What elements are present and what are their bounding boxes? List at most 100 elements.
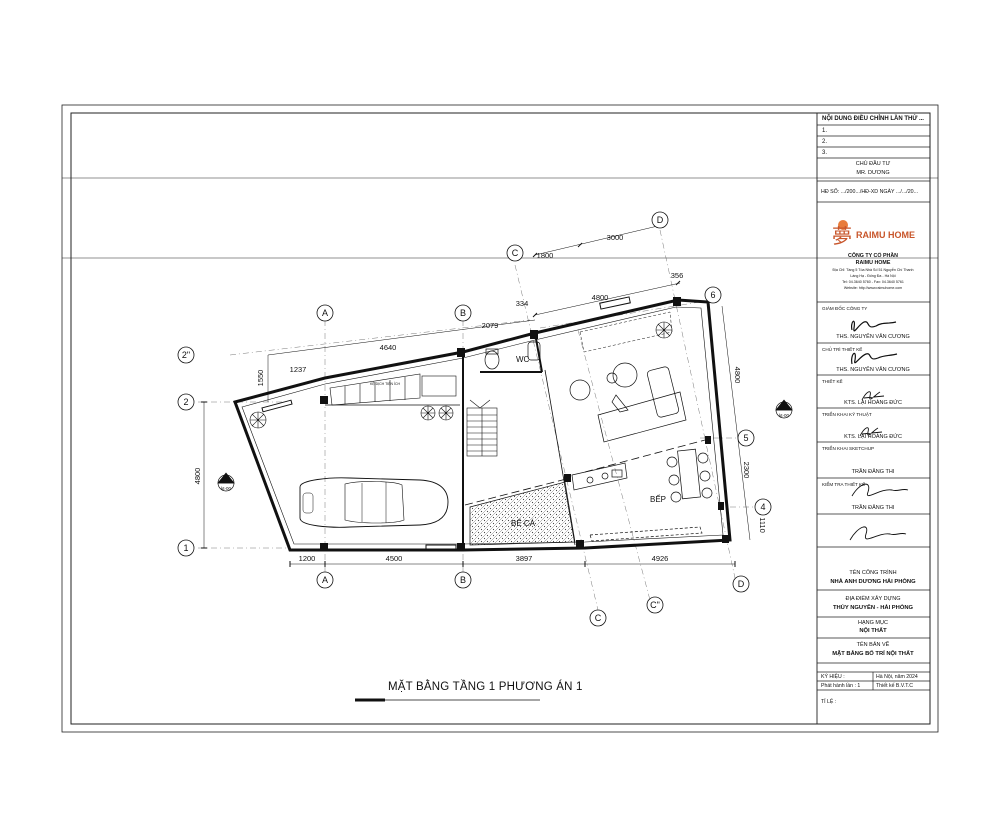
revisions-title: NỘI DUNG ĐIỀU CHỈNH LẦN THỨ ... <box>822 116 924 122</box>
label-D-top: D <box>657 215 664 225</box>
issue-date: Hà Nội, năm 2024 <box>876 674 918 680</box>
section-ref-right: kt-00 <box>779 413 790 418</box>
dim-1110: 1110 <box>758 517 767 533</box>
sofa-icon <box>597 391 687 443</box>
location-value: THỦY NGUYÊN - HẢI PHÒNG <box>832 605 914 611</box>
room-fish-tank: BỂ CÁ <box>511 519 536 528</box>
dining-table <box>677 448 701 500</box>
interior-walls <box>325 332 706 546</box>
signature-scribbles <box>849 320 909 541</box>
grid-bubbles <box>177 211 772 627</box>
drawing-value: MẶT BẰNG BỐ TRÍ NỘI THẤT <box>832 651 914 657</box>
sig-role-6: KIỂM TRA THIẾT KẾ <box>822 482 866 487</box>
dim-4640: 4640 <box>380 343 397 352</box>
signature-5 <box>851 483 909 497</box>
grid-bubble-A-bottom <box>316 571 334 589</box>
wc-fixtures <box>484 341 541 370</box>
dim-1237: 1237 <box>290 365 307 374</box>
dim-1800: 1800 <box>537 251 554 260</box>
plant-icon-2 <box>420 405 436 421</box>
dimension-ticks <box>201 222 736 567</box>
label-A-bottom: A <box>322 575 328 585</box>
openings <box>261 296 631 550</box>
label-2: 2 <box>183 397 188 407</box>
logo-text: RAIMU HOME <box>856 230 915 240</box>
company-name-2: RAIMU HOME <box>855 260 891 266</box>
sig-name-2: THS. NGUYỄN VĂN CƯƠNG <box>836 367 910 373</box>
grid-bubble-C-bottom <box>589 609 607 627</box>
title-block-frame <box>816 112 931 725</box>
project-label: TÊN CÔNG TRÌNH <box>849 570 897 576</box>
grid-bubble-C-top <box>506 244 524 262</box>
section-ref-left: kt-00 <box>221 486 232 491</box>
signature-1 <box>850 320 897 332</box>
furniture-note: KỆ DỊCH TIỆN ÍCH <box>370 381 401 386</box>
grid-bubble-2 <box>177 393 195 411</box>
sig-name-6: TRẦN ĐĂNG THI <box>851 505 895 511</box>
dim-4500: 4500 <box>386 554 403 563</box>
plant-icon-1 <box>249 411 267 429</box>
label-5: 5 <box>743 433 748 443</box>
dim-1550: 1550 <box>256 370 265 387</box>
issue-number: Phát hành lần : 1 <box>821 683 861 689</box>
dim-4926: 4926 <box>652 554 669 563</box>
plan-title: MẶT BẰNG TẦNG 1 PHƯƠNG ÁN 1 <box>388 681 583 693</box>
structural-columns <box>320 297 729 551</box>
label-Cp-bottom: C" <box>650 600 660 610</box>
dim-334: 334 <box>516 299 529 308</box>
label-4: 4 <box>760 502 765 512</box>
grid-bubble-2p <box>177 346 195 364</box>
company-address-2: Láng Hạ - Đống Đa - Hà Nội <box>850 274 896 278</box>
label-B-bottom: B <box>460 575 466 585</box>
label-2p: 2" <box>182 350 190 360</box>
section-num-left: 1 <box>224 477 227 483</box>
dim-4800-left: 4800 <box>193 468 202 485</box>
dim-2079: 2079 <box>482 321 499 330</box>
label-C-bottom: C <box>595 613 602 623</box>
project-value: NHÀ ANH DƯƠNG HẢI PHÒNG <box>830 579 916 585</box>
sig-name-4: KTS. LẠI HOÀNG ĐỨC <box>844 434 902 440</box>
entry-shelf <box>329 373 457 406</box>
sheet-frame <box>61 104 939 733</box>
signature-3 <box>861 391 885 401</box>
armchair-icon <box>569 379 591 401</box>
grid-bubble-Cp-bottom <box>646 596 664 614</box>
company-website: Website: http://www.raimuhome.com <box>843 286 903 290</box>
section-labels: 1 kt-00 1 kt-00 <box>221 404 790 491</box>
grid-lines <box>198 229 758 611</box>
room-wc: WC <box>516 355 530 364</box>
room-labels: WC BẾP BỂ CÁ KỆ DỊCH TIỆN ÍCH <box>370 355 666 528</box>
signature-4 <box>859 427 883 437</box>
company-name-1: CÔNG TY CỔ PHẦN <box>848 253 898 259</box>
car-icon <box>299 477 449 528</box>
company-address-1: Địa Chỉ: Tầng 5 Tòa Nhà Số 51 Nguyễn Chí… <box>832 268 914 272</box>
plant-icon-3 <box>438 405 454 421</box>
outer-walls <box>233 298 732 552</box>
dim-1200: 1200 <box>299 554 316 563</box>
dimension-lines <box>203 224 751 565</box>
section-num-right: 1 <box>782 404 785 410</box>
label-A-top: A <box>322 308 328 318</box>
revision-row-1: 1. <box>822 128 828 134</box>
scale-label: TỈ LỆ : <box>821 699 837 705</box>
sig-role-2: CHỦ TRÌ THIẾT KẾ <box>822 347 863 352</box>
drawing-label: TÊN BẢN VẼ <box>856 642 890 648</box>
symbol-label: KÝ HIỆU : <box>821 674 845 680</box>
grid-bubble-1 <box>177 539 195 557</box>
revision-row-3: 3. <box>822 150 828 156</box>
toilet-icon <box>484 350 500 370</box>
grid-bubble-B-top <box>454 304 472 322</box>
plant-icon-4 <box>655 321 673 339</box>
dim-3000: 3000 <box>607 233 624 242</box>
signature-2 <box>851 352 898 365</box>
label-6: 6 <box>710 290 715 300</box>
sig-name-1: THS. NGUYỄN VĂN CƯƠNG <box>836 334 910 340</box>
grid-bubble-5 <box>737 429 755 447</box>
living-furniture <box>569 311 687 443</box>
category-value: NỘI THẤT <box>859 628 887 634</box>
contract-number: HĐ SỐ: .../200.../HĐ-XD NGÀY .../.../20.… <box>821 189 919 195</box>
company-logo: 夢 RAIMU HOME <box>832 220 915 248</box>
label-B-top: B <box>460 308 466 318</box>
signature-6 <box>849 526 907 541</box>
